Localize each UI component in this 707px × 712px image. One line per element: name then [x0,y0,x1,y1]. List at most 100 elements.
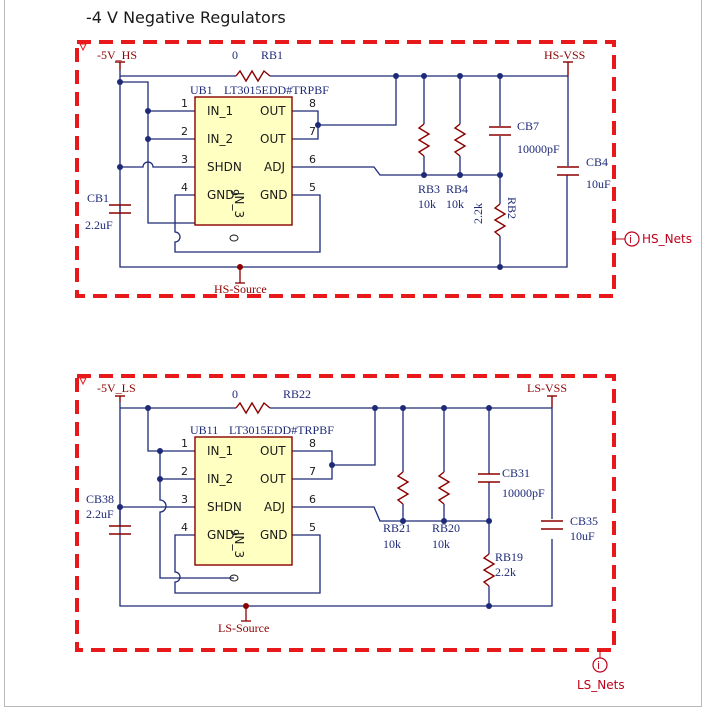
sheet-border-bottom [4,706,702,707]
ls-ic-part-number: LT3015EDD#TRPBF [229,423,334,437]
svg-text:3: 3 [181,493,188,506]
hs-resistor-rb2[interactable]: RB2 2.2k [471,197,519,237]
hs-ic-pin-in3: IN_3 [232,192,246,218]
hs-cb4-value: 10uF [586,177,611,191]
hs-resistor-rb1[interactable]: 0 RB1 [232,48,283,83]
svg-text:7: 7 [309,465,316,478]
hs-ic-pin-in1: IN_1 [207,104,233,118]
svg-text:1: 1 [181,97,188,110]
hs-rb2-ref: RB2 [505,197,519,219]
ls-ic-pin-in3: IN_3 [232,532,246,558]
ls-rb19-ref: RB19 [495,550,523,564]
hs-vss-port-label: HS-VSS [544,48,585,62]
hs-resistor-rb4[interactable]: RB4 10k [446,123,468,211]
sheet-title: -4 V Negative Regulators [86,8,286,27]
hs-capacitor-cb1[interactable]: CB1 2.2uF [85,191,131,232]
ls-cb35-value: 10uF [570,529,595,543]
ls-regulator-region: -5V_LS LS-VSS [75,374,625,692]
ls-nets-label: LS_Nets [577,678,625,692]
ls-gnd-ring-icon [229,574,239,582]
ls-rb20-value: 10k [432,537,450,551]
ls-ic-pin-in2: IN_2 [207,472,233,486]
ls-rb22-ref: RB22 [283,387,311,401]
svg-text:i: i [629,233,632,246]
svg-text:1: 1 [181,437,188,450]
hs-rb3-ref: RB3 [418,182,440,196]
hs-ic-pin-out1: OUT [260,104,286,118]
svg-text:5: 5 [309,181,316,194]
hs-ic-pin-out2: OUT [260,132,286,146]
ls-vss-port-label: LS-VSS [527,381,567,395]
hs-rb3-value: 10k [418,197,436,211]
hs-rb1-value: 0 [232,48,238,62]
ls-capacitor-cb31[interactable]: CB31 10000pF [478,466,545,500]
ls-cb31-ref: CB31 [502,466,530,480]
ls-capacitor-cb35[interactable]: CB35 10uF [541,514,598,543]
hs-rb1-ref: RB1 [261,48,283,62]
hs-cb7-ref: CB7 [517,119,539,133]
svg-text:7: 7 [309,125,316,138]
ls-resistor-rb20[interactable]: RB20 10k [432,471,460,551]
sheet-border-right [701,0,702,706]
hs-ic-pin-gnd: GND [207,188,235,202]
hs-cb1-ref: CB1 [87,191,109,205]
hs-capacitor-cb4[interactable]: CB4 10uF [557,155,611,191]
hs-gnd-ring-icon [229,234,239,242]
ls-source-port-label: LS-Source [218,621,269,635]
hs-nets-indicator[interactable]: i HS_Nets [614,231,692,247]
hs-ic-pin-adj: ADJ [264,160,285,174]
ls-resistor-rb22[interactable]: 0 RB22 [232,387,311,415]
svg-text:9: 9 [228,189,241,196]
sheet-border-left [4,0,5,706]
ls-resistor-rb19[interactable]: RB19 2.2k [482,550,523,587]
ls-rb21-value: 10k [383,537,401,551]
svg-text:4: 4 [181,181,188,194]
ls-regulator-ic[interactable]: UB11 LT3015EDD#TRPBF IN_1 IN_2 SHDN GND … [181,423,334,566]
hs-source-port-label: HS-Source [214,282,267,296]
hs-cb7-value: 10000pF [517,142,560,156]
svg-text:6: 6 [309,153,316,166]
hs-resistor-rb3[interactable]: RB3 10k [417,123,440,211]
hs-cb1-value: 2.2uF [85,218,113,232]
svg-text:2: 2 [181,465,188,478]
info-icon [624,231,640,247]
ls-ic-pin-out1: OUT [260,444,286,458]
ls-rb21-ref: RB21 [383,521,411,535]
hs-region-border[interactable] [75,40,616,298]
ls-junctions [117,405,492,609]
hs-supply-port-label: -5V_HS [97,48,137,62]
ls-cb31-value: 10000pF [502,486,545,500]
hs-regulator-region: -5V_HS HS-VSS [75,40,692,298]
info-icon [592,657,608,673]
svg-text:6: 6 [309,493,316,506]
ls-region-border[interactable] [75,374,616,652]
hs-rb2-value: 2.2k [471,203,485,224]
ls-ic-pin-adj: ADJ [264,500,285,514]
ls-region-marker-icon [79,377,87,386]
ls-rb20-ref: RB20 [432,521,460,535]
hs-capacitor-cb7[interactable]: CB7 10000pF [489,119,560,156]
svg-text:i: i [597,659,600,672]
svg-text:9: 9 [228,529,241,536]
svg-text:5: 5 [309,521,316,534]
ls-ic-pin-in1: IN_1 [207,444,233,458]
ls-ic-pin-gnd2: GND [260,528,288,542]
hs-junctions [117,73,503,270]
svg-text:2: 2 [181,125,188,138]
hs-nets-label: HS_Nets [642,232,692,246]
hs-ic-part-number: LT3015EDD#TRPBF [224,83,329,97]
hs-regulator-ic[interactable]: UB1 LT3015EDD#TRPBF IN_1 IN_2 SHDN GND O… [181,83,329,226]
svg-text:8: 8 [309,437,316,450]
ls-cb38-value: 2.2uF [86,507,114,521]
hs-ic-pin-in2: IN_2 [207,132,233,146]
ls-cb35-ref: CB35 [570,514,598,528]
ls-resistor-rb21[interactable]: RB21 10k [383,471,411,551]
ls-nets-indicator[interactable]: i LS_Nets [577,650,625,692]
ls-cb38-ref: CB38 [86,492,114,506]
hs-rb4-value: 10k [446,197,464,211]
ls-capacitor-cb38[interactable]: CB38 2.2uF [86,492,131,535]
ls-rb22-value: 0 [232,387,238,401]
ls-ic-pin-out2: OUT [260,472,286,486]
ls-ic-pin-gnd: GND [207,528,235,542]
